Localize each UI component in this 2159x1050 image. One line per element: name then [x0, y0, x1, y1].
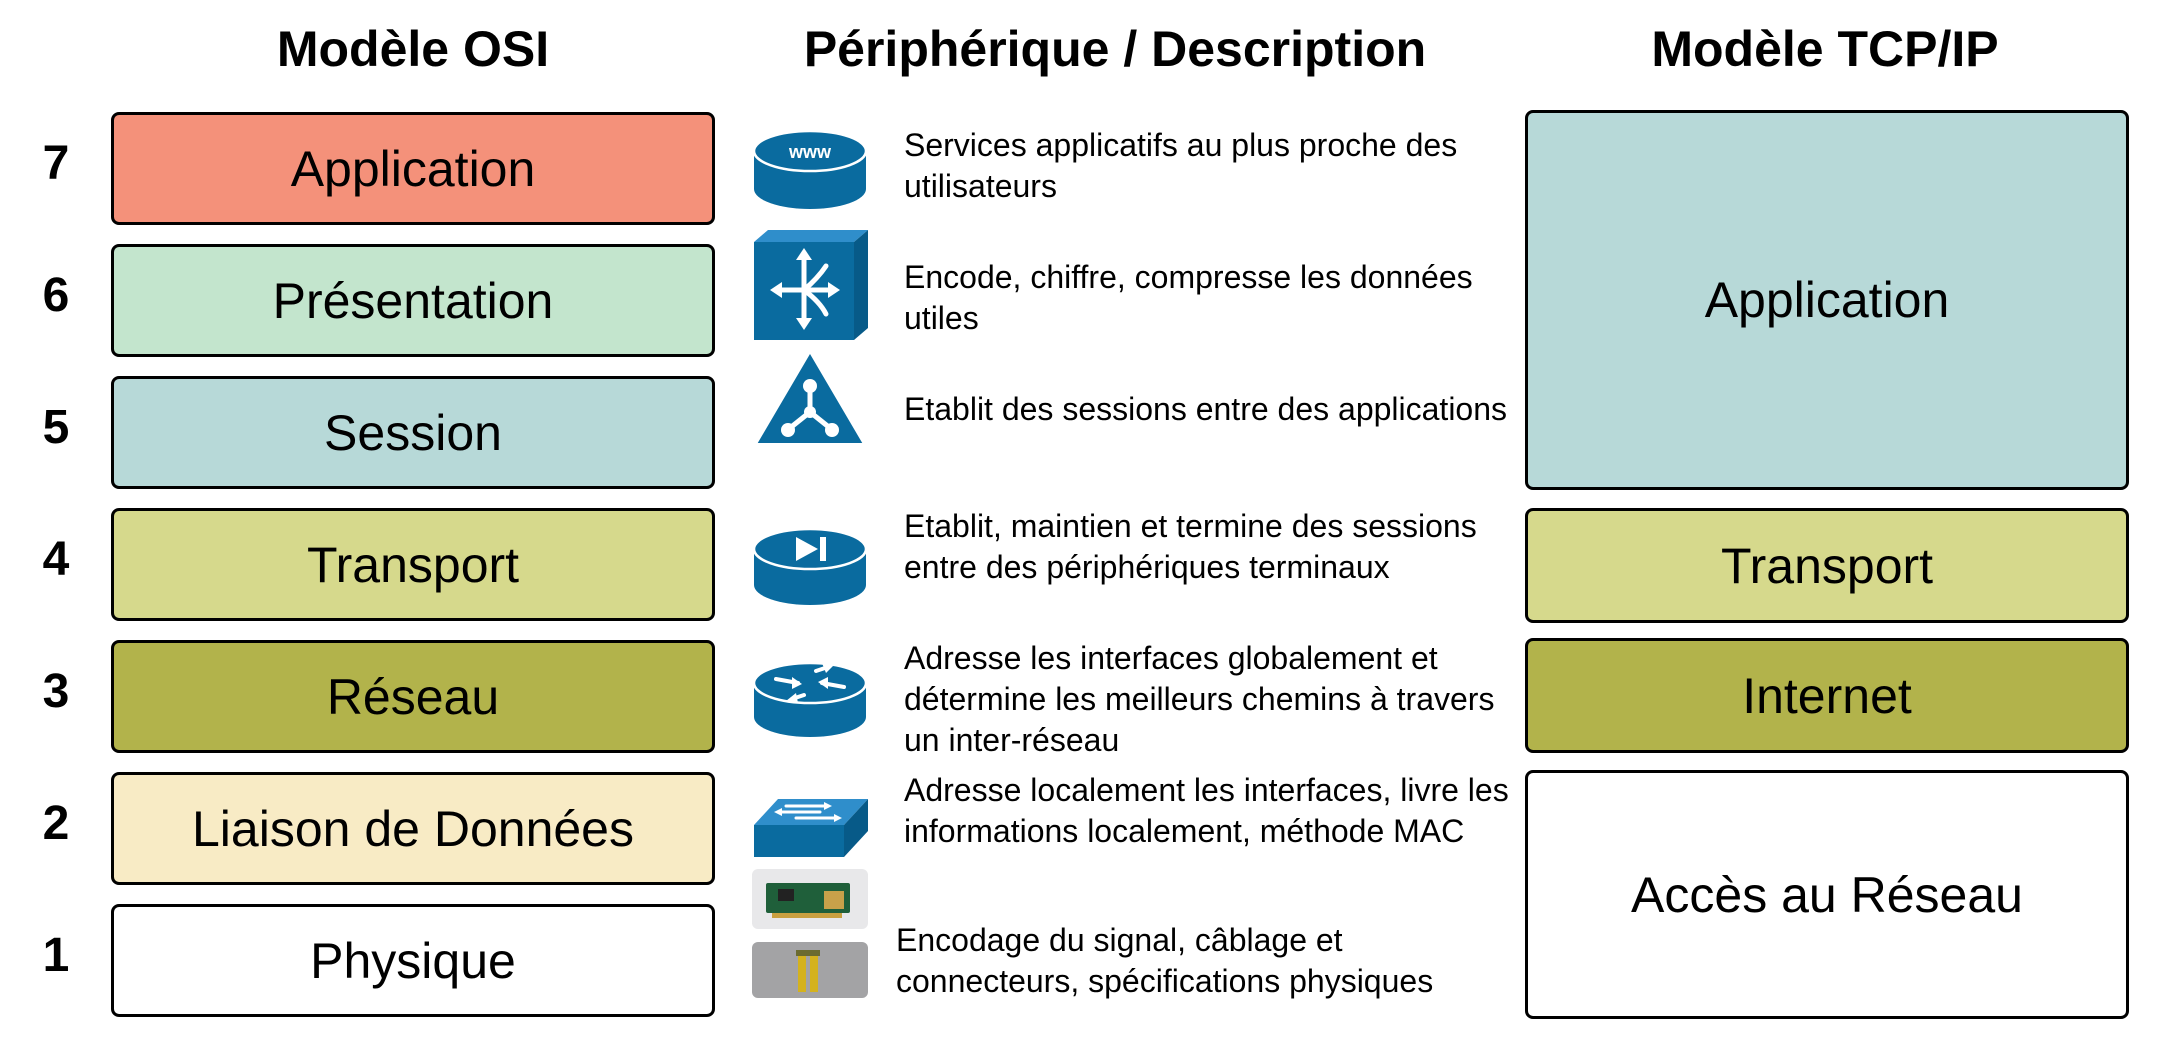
layer-6-number: 6: [42, 269, 70, 322]
layer-5-description: Etablit des sessions entre des applicati…: [904, 391, 1508, 427]
tcpip-layer-transport: Transport: [1525, 508, 2129, 623]
layer-2-number: 2: [42, 797, 70, 850]
www-server-icon: www: [752, 127, 868, 213]
layer-3-description: Adresse les interfaces globalement et dé…: [904, 640, 1495, 758]
tcpip-layer-internet: Internet: [1525, 638, 2129, 753]
transport-device-icon: [752, 525, 868, 609]
layer-6-description: Encode, chiffre, compresse les données u…: [904, 259, 1473, 336]
layer-2-description: Adresse localement les interfaces, livre…: [904, 772, 1509, 849]
osi-layer-transport: Transport: [111, 508, 715, 621]
layer-3-number: 3: [42, 665, 70, 718]
osi-layer-physical: Physique: [111, 904, 715, 1017]
layer-4-number: 4: [42, 533, 70, 586]
router-icon: [752, 657, 868, 741]
device-description-title: Périphérique / Description: [803, 21, 1427, 77]
osi-layer-network: Réseau: [111, 640, 715, 753]
tcpip-model-title: Modèle TCP/IP: [1651, 21, 1999, 77]
layer-5-number: 5: [42, 401, 70, 454]
layer-7-description: Services applicatifs au plus proche des …: [904, 127, 1458, 204]
layer-1-description: Encodage du signal, câblage et connecteu…: [896, 922, 1434, 999]
layer-4-description: Etablit, maintien et termine des session…: [904, 508, 1477, 585]
multilayer-switch-icon: [752, 228, 868, 340]
network-card-icon: [752, 869, 868, 929]
osi-layer-data-link: Liaison de Données: [111, 772, 715, 885]
content-services-icon: [752, 350, 868, 446]
tcpip-layer-network-access: Accès au Réseau: [1525, 770, 2129, 1019]
layer-7-number: 7: [42, 137, 70, 190]
switch-icon: [752, 797, 868, 859]
osi-layer-presentation: Présentation: [111, 244, 715, 357]
tcpip-layer-application: Application: [1525, 110, 2129, 490]
cable-connectors-icon: [752, 942, 868, 998]
layer-1-number: 1: [42, 929, 70, 982]
svg-text:www: www: [788, 142, 832, 162]
osi-layer-application: Application: [111, 112, 715, 225]
osi-model-title: Modèle OSI: [276, 21, 550, 77]
osi-layer-session: Session: [111, 376, 715, 489]
